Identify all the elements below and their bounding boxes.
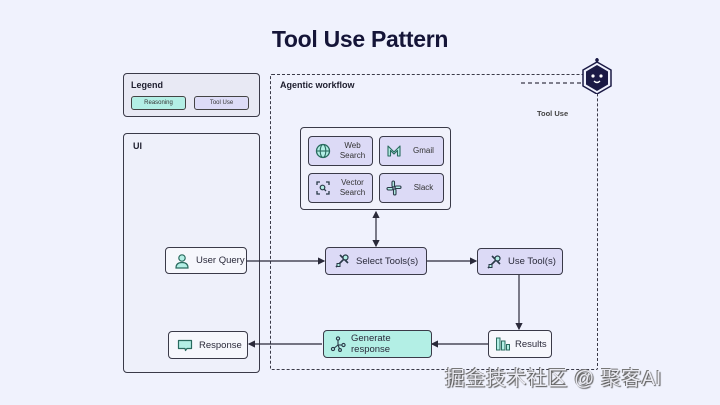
node-label: Use Tool(s)	[508, 256, 556, 267]
page-title: Tool Use Pattern	[271, 26, 449, 52]
node-label: Response	[199, 339, 242, 351]
tool-gmail[interactable]: Gmail	[379, 136, 444, 166]
globe-icon	[315, 143, 331, 159]
tool-label: Slack	[413, 183, 434, 192]
tools-icon	[335, 254, 349, 268]
tools-group: Web Search Gmail Vector Search Slack	[300, 127, 451, 210]
agentic-workflow-label: Agentic workflow	[280, 80, 355, 90]
results-node[interactable]: Results	[488, 330, 552, 358]
bar-chart-icon	[496, 337, 510, 351]
watermark: 掘金技术社区 @ 聚客AI	[445, 368, 662, 390]
user-query-node[interactable]: User Query	[165, 247, 247, 274]
user-icon	[175, 253, 189, 269]
tool-use-label: Tool Use	[537, 109, 569, 118]
agent-badge	[581, 58, 613, 95]
legend-label: Legend	[131, 80, 164, 90]
node-label: User Query	[196, 255, 245, 266]
agentic-workflow-panel: Agentic workflow Tool Use	[270, 74, 598, 370]
graph-icon	[330, 336, 346, 352]
node-label: Results	[515, 338, 547, 350]
robot-face-icon	[582, 58, 612, 95]
legend-tool-use-chip: Tool Use	[194, 96, 249, 110]
use-tools-node[interactable]: Use Tool(s)	[477, 248, 563, 275]
legend-reasoning-chip: Reasoning	[131, 96, 186, 110]
tool-label: Vector Search	[339, 178, 366, 197]
tool-label: Web Search	[339, 141, 366, 160]
tool-label: Gmail	[413, 146, 434, 155]
select-tools-node[interactable]: Select Tools(s)	[325, 247, 427, 275]
tools-icon	[487, 254, 501, 269]
response-node[interactable]: Response	[168, 331, 248, 359]
node-label: Generate response	[351, 333, 391, 355]
vector-search-icon	[316, 181, 330, 195]
chat-icon	[177, 339, 193, 352]
gmail-icon	[387, 145, 401, 157]
tool-slack[interactable]: Slack	[379, 173, 444, 203]
node-label: Select Tools(s)	[356, 255, 419, 267]
tool-vector-search[interactable]: Vector Search	[308, 173, 373, 203]
tool-web-search[interactable]: Web Search	[308, 136, 373, 166]
generate-response-node[interactable]: Generate response	[323, 330, 432, 358]
legend-panel: Legend Reasoning Tool Use	[123, 73, 260, 117]
ui-panel-label: UI	[133, 141, 142, 151]
slack-icon	[386, 180, 402, 196]
